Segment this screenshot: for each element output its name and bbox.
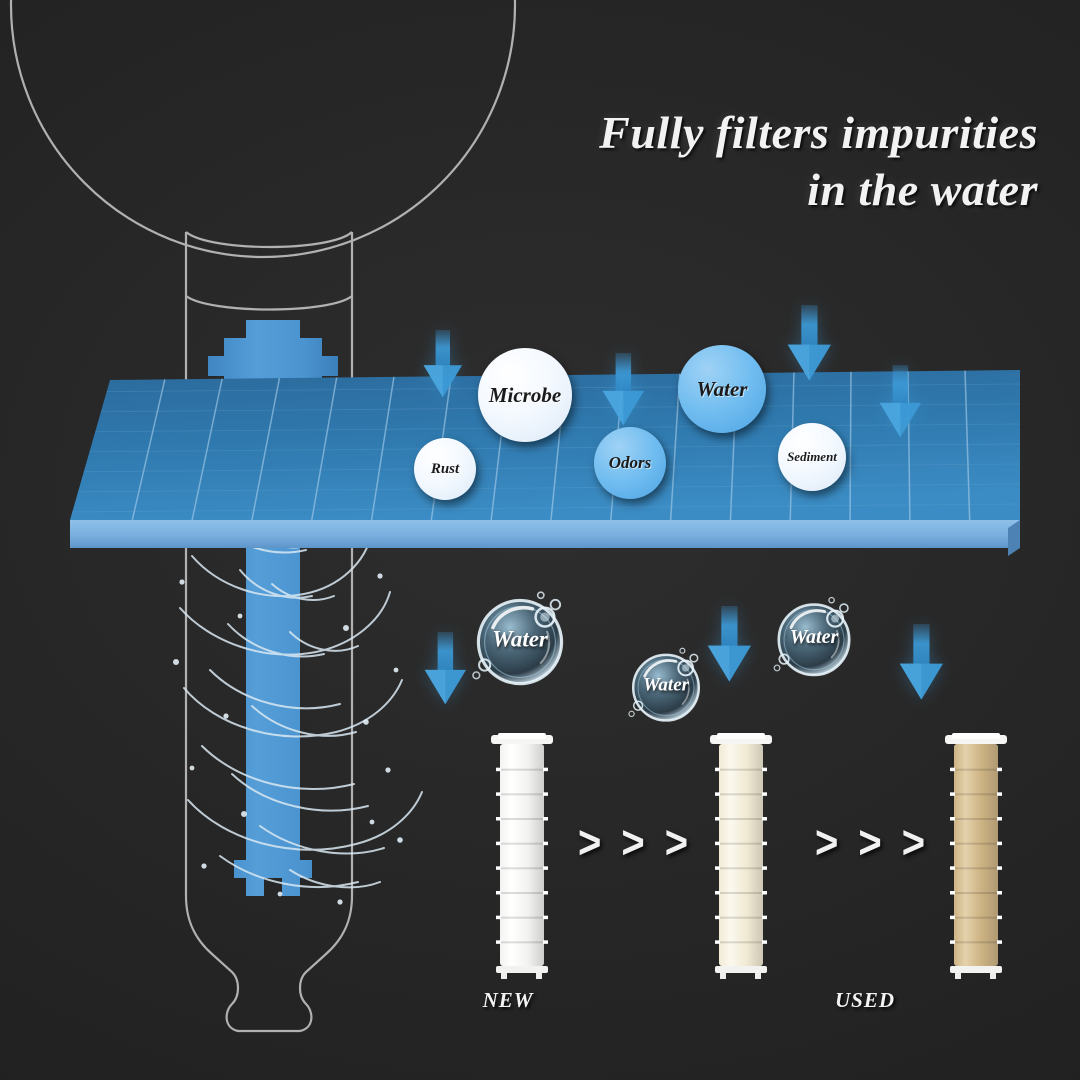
chevron-right-icon: >	[815, 817, 839, 869]
contaminant-bubble-label: Water	[696, 376, 748, 401]
water-droplet: Water	[468, 588, 572, 692]
contaminant-bubble-label: Microbe	[488, 382, 562, 407]
contaminant-bubble-sediment: Sediment	[778, 423, 846, 491]
progression-chevrons: > > >	[578, 817, 689, 869]
filter-membrane-panel	[70, 370, 1020, 556]
contaminant-bubble-microbe: Microbe	[478, 348, 572, 442]
cartridge-icon	[945, 733, 1007, 979]
page-title: Fully filters impurities in the water	[599, 107, 1038, 216]
filter-cartridge-new	[487, 733, 557, 984]
arrow-down-icon	[787, 305, 831, 381]
cartridge-icon	[710, 733, 772, 979]
contaminant-bubble-label: Sediment	[787, 449, 837, 464]
magnifier-circle-icon	[9, 0, 517, 259]
contaminant-bubble-water: Water	[678, 345, 766, 433]
arrow-down-icon	[422, 330, 464, 404]
arrow-down-icon	[899, 624, 943, 700]
water-droplet-icon	[773, 596, 851, 677]
water-droplet-icon	[472, 591, 564, 686]
arrow-down-icon	[706, 606, 753, 688]
arrow-down-icon	[601, 353, 646, 432]
arrow-down-icon	[423, 330, 462, 398]
cartridge-state-label: USED	[834, 988, 896, 1012]
chevron-right-icon: >	[621, 817, 645, 869]
filter-cartridge-used	[941, 733, 1011, 984]
chevron-right-icon: >	[578, 817, 602, 869]
water-droplet-icon	[628, 647, 701, 722]
contaminant-bubble-label: Odors	[608, 453, 652, 472]
arrow-down-icon	[424, 632, 466, 705]
filter-cartridge-mid	[706, 733, 776, 984]
chevron-right-icon: >	[664, 817, 689, 869]
cartridge-icon	[491, 733, 553, 979]
water-droplet: Water	[770, 594, 858, 682]
contaminant-bubble-odors: Odors	[594, 427, 666, 499]
arrow-down-icon	[707, 606, 751, 682]
water-droplet: Water	[625, 645, 707, 727]
chevron-right-icon: >	[901, 817, 926, 869]
progression-chevrons: > > >	[815, 817, 926, 869]
arrow-down-icon	[602, 353, 644, 426]
arrow-down-icon	[786, 305, 833, 387]
arrow-down-icon	[898, 624, 945, 706]
arrow-down-icon	[423, 632, 468, 711]
cartridge-state-label: NEW	[482, 988, 534, 1012]
arrow-down-icon	[879, 365, 921, 438]
contaminant-bubble-rust: Rust	[414, 438, 476, 500]
chevron-right-icon: >	[858, 817, 882, 869]
contaminant-bubble-label: Rust	[430, 460, 460, 477]
arrow-down-icon	[878, 365, 923, 444]
